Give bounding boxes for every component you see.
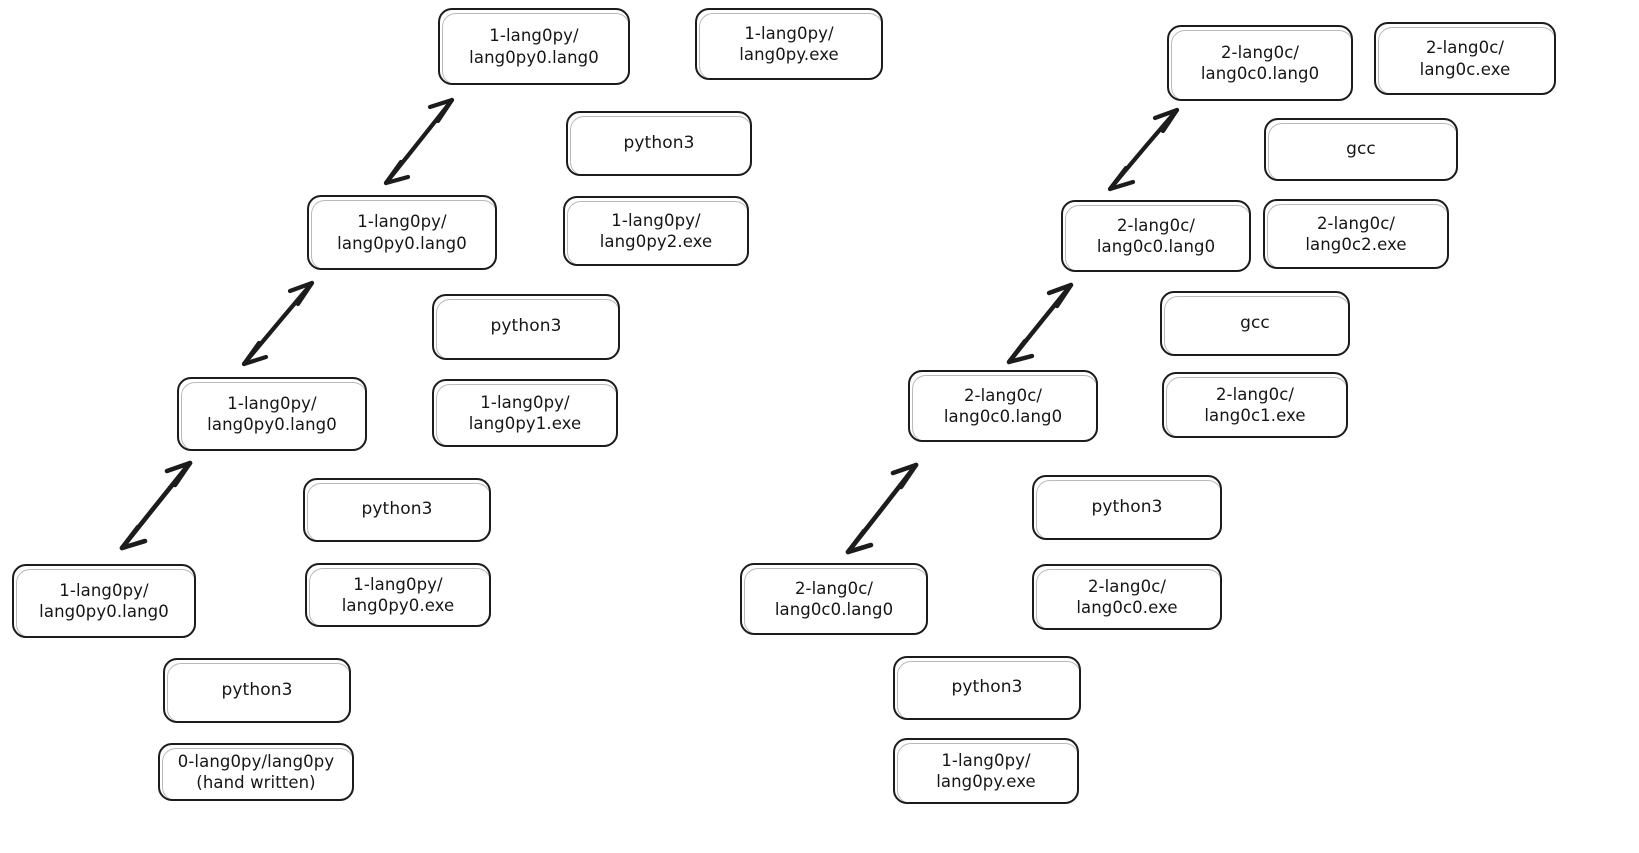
node-c-exe-top[interactable]: 2-lang0c/ lang0c.exe — [1374, 22, 1556, 95]
arrow-py-root-to-lang0py0 — [119, 460, 193, 551]
node-c-src-top[interactable]: 2-lang0c/ lang0c0.lang0 — [1167, 25, 1353, 101]
node-c-tool-1[interactable]: python3 — [1032, 475, 1222, 540]
node-py-exe-top[interactable]: 1-lang0py/ lang0py.exe — [695, 8, 883, 80]
node-c-src-3[interactable]: 2-lang0c/ lang0c0.lang0 — [1061, 200, 1251, 272]
node-c-src-2[interactable]: 2-lang0c/ lang0c0.lang0 — [908, 370, 1098, 442]
node-c-exe-0[interactable]: 2-lang0c/ lang0c0.exe — [1032, 564, 1222, 630]
node-c-exe-1[interactable]: 2-lang0c/ lang0c1.exe — [1162, 372, 1348, 438]
node-py-tool-2[interactable]: python3 — [432, 294, 620, 360]
node-c-tool-3[interactable]: gcc — [1264, 118, 1458, 181]
node-py-tool-1[interactable]: python3 — [303, 478, 491, 542]
node-c-src-1[interactable]: 2-lang0c/ lang0c0.lang0 — [740, 563, 928, 635]
node-c-tool-0[interactable]: python3 — [893, 656, 1081, 720]
node-py-exe-2[interactable]: 1-lang0py/ lang0py2.exe — [563, 196, 749, 266]
node-c-tool-2[interactable]: gcc — [1160, 291, 1350, 356]
node-py-tool-0[interactable]: python3 — [163, 658, 351, 723]
node-c-exe-2[interactable]: 2-lang0c/ lang0c2.exe — [1263, 199, 1449, 269]
node-py-exe-0[interactable]: 1-lang0py/ lang0py0.exe — [305, 563, 491, 627]
arrow-c-lang0c1-to-lang0c2 — [1107, 107, 1180, 192]
node-py-src-top[interactable]: 1-lang0py/ lang0py0.lang0 — [438, 8, 630, 85]
node-py-exe-1[interactable]: 1-lang0py/ lang0py1.exe — [432, 379, 618, 447]
arrow-py-lang0py1-to-lang0py2 — [383, 97, 455, 186]
arrow-c-lang0c0-to-lang0c1 — [1006, 282, 1074, 365]
node-py-src-root[interactable]: 0-lang0py/lang0py (hand written) — [158, 743, 354, 801]
node-py-src-2[interactable]: 1-lang0py/ lang0py0.lang0 — [177, 377, 367, 451]
arrow-py-lang0py0-to-lang0py1 — [241, 280, 315, 367]
node-py-tool-3[interactable]: python3 — [566, 111, 752, 176]
node-py-src-1[interactable]: 1-lang0py/ lang0py0.lang0 — [12, 564, 196, 638]
arrow-c-root-to-lang0c0 — [845, 462, 919, 555]
node-py-src-3[interactable]: 1-lang0py/ lang0py0.lang0 — [307, 195, 497, 270]
node-c-src-root[interactable]: 1-lang0py/ lang0py.exe — [893, 738, 1079, 804]
